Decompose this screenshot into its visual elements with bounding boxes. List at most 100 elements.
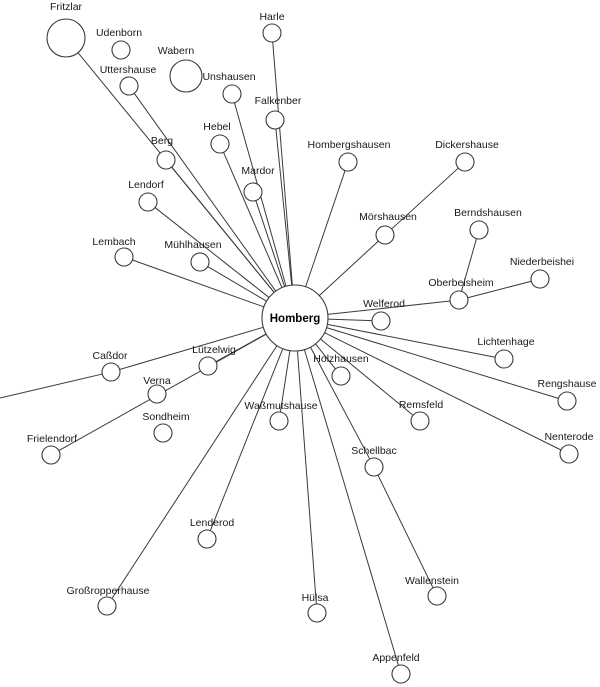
label-harle: Harle bbox=[259, 11, 284, 23]
label-mardor: Mardor bbox=[241, 165, 275, 177]
node-homberg bbox=[261, 284, 329, 352]
node-lutzelwig bbox=[198, 356, 218, 376]
edge-cassdor-offleft bbox=[0, 373, 103, 399]
node-verna bbox=[147, 384, 167, 404]
node-unshausen bbox=[222, 84, 242, 104]
label-cassdor: Caßdor bbox=[92, 350, 128, 362]
edge-hub-rengshause bbox=[326, 327, 559, 399]
edge-hub-hebel bbox=[223, 152, 283, 288]
label-oberbeisheim: Oberbeisheim bbox=[428, 277, 494, 289]
node-nenterode bbox=[559, 444, 579, 464]
edge-hub-remsfeld bbox=[320, 338, 414, 416]
edge-hub-falkenber bbox=[275, 128, 293, 286]
label-wabern: Wabern bbox=[158, 45, 195, 57]
edges bbox=[0, 41, 562, 666]
edge-hub-hulsa bbox=[296, 350, 317, 605]
edge-hub-oberbeisheim bbox=[327, 300, 451, 315]
node-holzhausen bbox=[331, 366, 351, 386]
label-morshausen: Mörshausen bbox=[359, 211, 417, 223]
edge-hub-lenderod bbox=[209, 348, 284, 531]
label-fritzlar: Fritzlar bbox=[50, 1, 83, 13]
edge-hub-mardor bbox=[255, 200, 286, 287]
node-dickershause bbox=[455, 152, 475, 172]
label-welferod: Welferod bbox=[363, 298, 405, 310]
node-udenborn bbox=[111, 40, 131, 60]
label-niederbeishei: Niederbeishei bbox=[510, 256, 574, 268]
edge-hub-lichtenhage bbox=[327, 323, 496, 358]
edge-hub-berg bbox=[171, 166, 275, 293]
node-uttershause bbox=[119, 76, 139, 96]
label-nenterode: Nenterode bbox=[544, 431, 593, 443]
node-welferod bbox=[371, 311, 391, 331]
label-sondheim: Sondheim bbox=[142, 411, 190, 423]
node-harle bbox=[262, 23, 282, 43]
label-verna: Verna bbox=[143, 375, 171, 387]
edge-hub-lembach bbox=[132, 259, 265, 308]
edge-hub-schellbac bbox=[310, 346, 371, 460]
node-niederbeishei bbox=[530, 269, 550, 289]
labels: HombergFritzlarUdenbornHarleUttershauseW… bbox=[27, 1, 597, 664]
node-frielendorf bbox=[41, 445, 61, 465]
edge-hub-nenterode bbox=[324, 332, 562, 451]
edge-hub-hombergshausen bbox=[305, 170, 346, 287]
label-unshausen: Unshausen bbox=[202, 71, 255, 83]
edge-morshausen-dickershause bbox=[391, 167, 459, 230]
edge-hub-cassdor bbox=[119, 326, 264, 370]
node-mardor bbox=[243, 182, 263, 202]
node-sondheim bbox=[153, 423, 173, 443]
node-schellbac bbox=[364, 457, 384, 477]
node-oberbeisheim bbox=[449, 290, 469, 310]
label-frielendorf: Frielendorf bbox=[27, 433, 77, 445]
edge-hub-uttershause bbox=[133, 93, 277, 292]
label-lutzelwig: Lützelwig bbox=[192, 344, 236, 356]
label-berndshausen: Berndshausen bbox=[454, 207, 522, 219]
label-rengshause: Rengshause bbox=[538, 378, 597, 390]
node-berndshausen bbox=[469, 220, 489, 240]
node-hombergshausen bbox=[338, 152, 358, 172]
node-wassmutshause bbox=[269, 411, 289, 431]
node-grossropperhause bbox=[97, 596, 117, 616]
edge-hub-lendorf bbox=[154, 207, 270, 298]
node-wabern bbox=[169, 59, 203, 93]
label-appenfeld: Appenfeld bbox=[372, 652, 419, 664]
label-grossropperhause: Großropperhause bbox=[67, 585, 150, 597]
node-appenfeld bbox=[391, 664, 411, 684]
label-hombergshausen: Hombergshausen bbox=[308, 139, 391, 151]
label-dickershause: Dickershause bbox=[435, 139, 499, 151]
edge-hub-wassmutshause bbox=[279, 350, 291, 413]
edge-hub-harle bbox=[272, 41, 293, 286]
node-cassdor bbox=[101, 362, 121, 382]
edge-hub-morshausen bbox=[318, 240, 379, 296]
node-morshausen bbox=[375, 225, 395, 245]
edge-oberbeisheim-niederbeishei bbox=[467, 280, 532, 299]
label-wallenstein: Wallenstein bbox=[405, 575, 459, 587]
node-lichtenhage bbox=[494, 349, 514, 369]
node-hebel bbox=[210, 134, 230, 154]
label-remsfeld: Remsfeld bbox=[399, 399, 444, 411]
node-lendorf bbox=[138, 192, 158, 212]
edge-hub-grossropperhause bbox=[111, 345, 278, 599]
label-lichtenhage: Lichtenhage bbox=[477, 336, 534, 348]
label-homberg: Homberg bbox=[270, 313, 320, 325]
node-lenderod bbox=[197, 529, 217, 549]
node-wallenstein bbox=[427, 586, 447, 606]
node-rengshause bbox=[557, 391, 577, 411]
label-holzhausen: Holzhausen bbox=[313, 353, 369, 365]
edge-hub-appenfeld bbox=[303, 349, 399, 666]
nodes bbox=[41, 18, 579, 684]
label-schellbac: Schellbac bbox=[351, 445, 397, 457]
node-fritzlar bbox=[46, 18, 86, 58]
label-muhlhausen: Mühlhausen bbox=[164, 239, 221, 251]
node-berg bbox=[156, 150, 176, 170]
label-hebel: Hebel bbox=[203, 121, 230, 133]
label-wassmutshause: Waßmutshause bbox=[244, 400, 317, 412]
node-lembach bbox=[114, 247, 134, 267]
label-lendorf: Lendorf bbox=[128, 179, 164, 191]
label-lembach: Lembach bbox=[92, 236, 135, 248]
edge-hub-muhlhausen bbox=[207, 266, 267, 302]
node-muhlhausen bbox=[190, 252, 210, 272]
node-remsfeld bbox=[410, 411, 430, 431]
label-hulsa: Hülsa bbox=[302, 592, 329, 604]
node-falkenber bbox=[265, 110, 285, 130]
